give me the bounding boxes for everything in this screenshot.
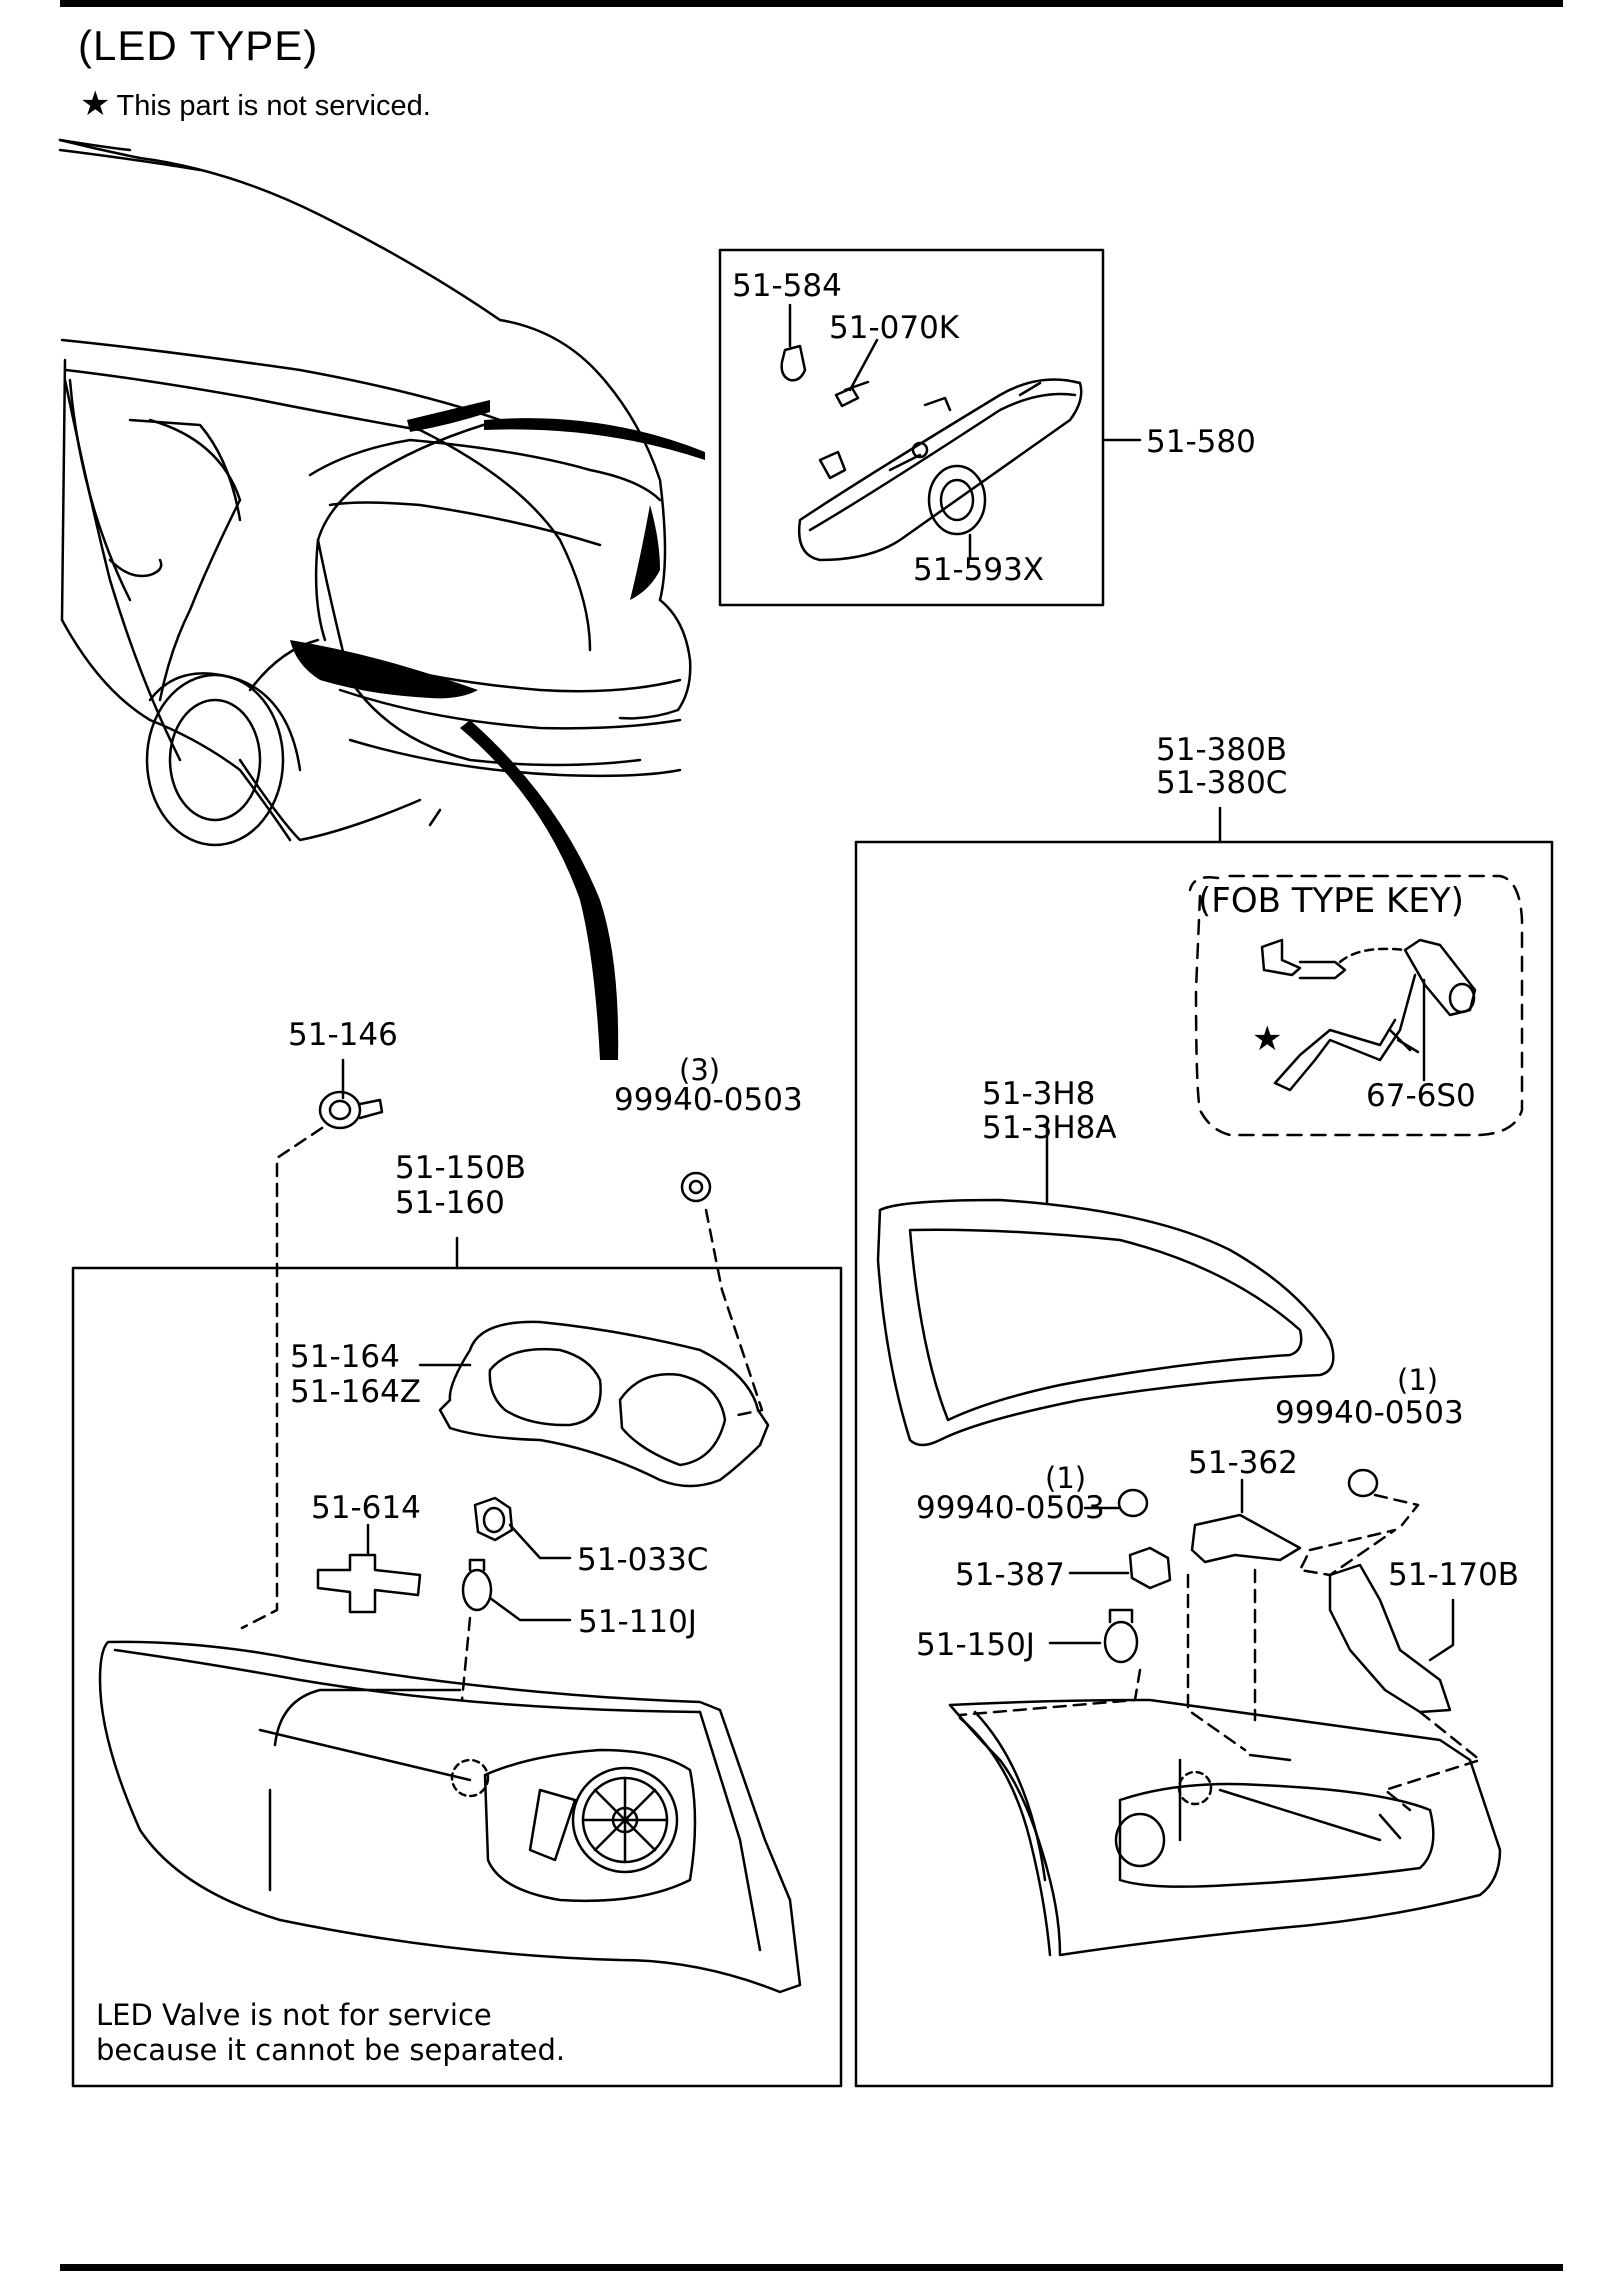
led-note-line-1: LED Valve is not for service <box>96 1998 492 2032</box>
socket-51-387-illustration <box>1128 1546 1172 1590</box>
fob-type-key-dashed-frame <box>1188 874 1524 1137</box>
label-99940-qty-1-c: (1) <box>1045 1461 1086 1495</box>
label-51-150J: 51-150J <box>916 1627 1035 1663</box>
label-51-110J: 51-110J <box>578 1604 697 1640</box>
car-body-illustration <box>58 138 692 847</box>
star-icon-fob: ★ <box>1252 1019 1282 1059</box>
label-99940-0503-c: 99940-0503 <box>916 1490 1105 1526</box>
nut-99940-0503-c-illustration <box>1117 1488 1149 1518</box>
nut-99940-0503-a-hole <box>688 1179 704 1195</box>
bracket-51-362-illustration <box>1190 1513 1302 1564</box>
socket-51-033C-illustration <box>473 1496 514 1542</box>
top-border-rule <box>60 0 1563 7</box>
label-99940-0503-b: 99940-0503 <box>1275 1395 1464 1431</box>
label-51-362: 51-362 <box>1188 1445 1298 1481</box>
nut-99940-0503-b-illustration <box>1347 1468 1379 1498</box>
label-51-170B: 51-170B <box>1388 1557 1519 1593</box>
label-99940-qty-3: (3) <box>679 1053 720 1087</box>
label-51-380B: 51-380B <box>1156 732 1287 768</box>
dashed-path-nut-a <box>704 1208 764 1417</box>
high-mount-lamp-frame <box>718 248 1105 607</box>
reflector-51-170B-illustration <box>1328 1563 1452 1714</box>
nut-99940-0503-a <box>680 1171 712 1203</box>
dashed-path-51-146 <box>240 1126 324 1630</box>
label-51-584: 51-584 <box>732 268 842 304</box>
label-51-164: 51-164 <box>290 1339 400 1375</box>
label-99940-0503-a: 99940-0503 <box>614 1082 803 1118</box>
label-51-033C: 51-033C <box>577 1542 708 1578</box>
right-lamp-assembly-frame <box>854 840 1554 2088</box>
bulb-51-150J-illustration <box>1103 1608 1139 1664</box>
service-note: ★This part is not serviced. <box>80 84 431 124</box>
service-note-text: This part is not serviced. <box>116 90 431 122</box>
socket-51-146-illustration <box>318 1090 384 1130</box>
right-tail-lamp-illustration <box>948 1698 1502 1957</box>
label-51-593X: 51-593X <box>913 552 1044 588</box>
label-51-3H8: 51-3H8 <box>982 1076 1095 1112</box>
label-99940-qty-1-b: (1) <box>1397 1363 1438 1397</box>
label-51-070K: 51-070K <box>829 310 960 346</box>
leader-51-033C <box>508 1523 572 1560</box>
label-67-6S0: 67-6S0 <box>1366 1078 1476 1114</box>
label-51-380C: 51-380C <box>1156 765 1287 801</box>
leader-51-170B <box>1428 1598 1455 1662</box>
label-51-164Z: 51-164Z <box>290 1374 421 1410</box>
dashed-paths-right <box>958 1568 1482 1812</box>
label-51-3H8A: 51-3H8A <box>982 1110 1117 1146</box>
label-51-146: 51-146 <box>288 1017 398 1053</box>
label-51-614: 51-614 <box>311 1490 421 1526</box>
lens-gasket-51-3H8-illustration <box>876 1198 1335 1447</box>
gasket-51-164-illustration <box>438 1320 770 1488</box>
fob-key-cylinder-illustration <box>1260 938 1477 1092</box>
label-fob-type-key: (FOB TYPE KEY) <box>1198 881 1464 921</box>
star-icon: ★ <box>80 85 111 123</box>
dashed-path-bulb <box>460 1616 472 1702</box>
bulb-51-110J-illustration <box>461 1558 493 1612</box>
label-51-160: 51-160 <box>395 1185 505 1221</box>
label-51-387: 51-387 <box>955 1557 1065 1593</box>
leader-51-070K <box>848 338 879 392</box>
left-lamp-assembly-frame <box>71 1266 843 2088</box>
bracket-51-614-illustration <box>316 1553 422 1614</box>
bottom-border-rule <box>60 2264 1563 2271</box>
label-51-580: 51-580 <box>1146 424 1256 460</box>
diagram-title: (LED TYPE) <box>78 22 319 69</box>
led-note-line-2: because it cannot be separated. <box>96 2033 565 2067</box>
leader-51-110J <box>488 1596 572 1622</box>
left-tail-lamp-illustration <box>98 1640 802 1994</box>
car-lamp-highlights <box>290 400 705 1060</box>
label-51-150B: 51-150B <box>395 1150 526 1186</box>
high-mount-lamp-illustration <box>780 344 1083 562</box>
dashed-path-nut-b <box>1373 1493 1420 1527</box>
part-labels: 51-584 51-070K 51-580 51-593X 51-380B 51… <box>96 268 1519 2067</box>
